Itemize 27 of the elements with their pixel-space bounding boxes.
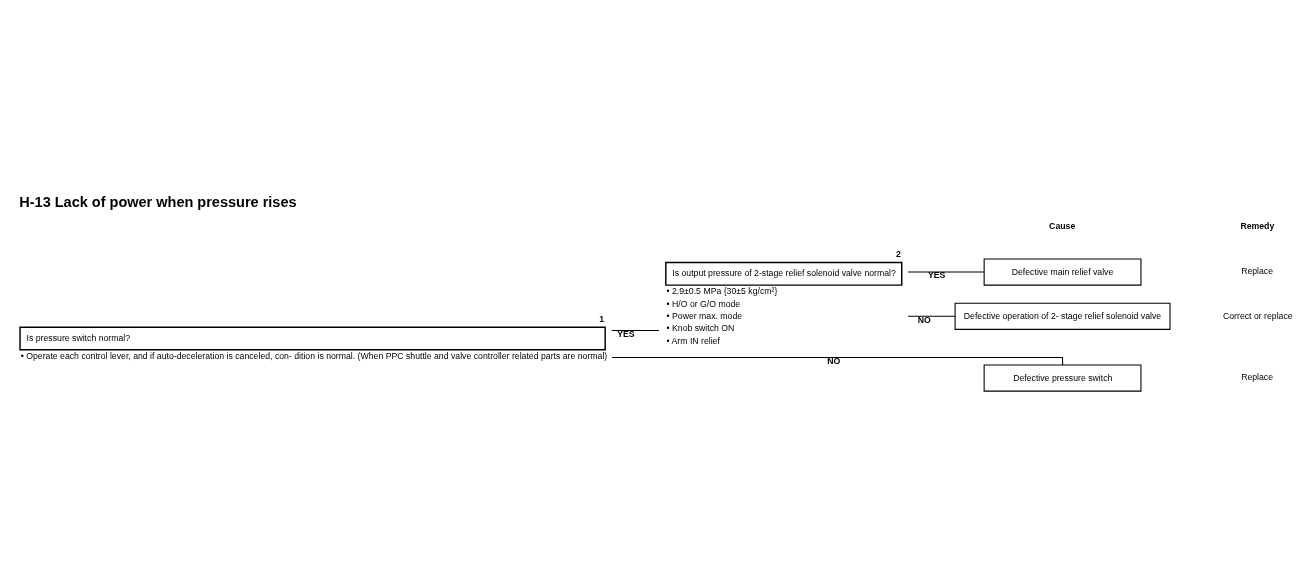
connector: [611, 329, 660, 331]
node-label: 2: [895, 248, 901, 259]
node-label: • Arm IN relief: [666, 335, 720, 346]
node-label: • 2.9±0.5 MPa {30±5 kg/cm²}: [666, 285, 778, 296]
edge-label: NO: [917, 314, 931, 325]
edge-label: YES: [617, 328, 635, 339]
edge-label: YES: [927, 269, 946, 280]
label: Replace: [1241, 265, 1274, 276]
connector: [907, 315, 956, 317]
connector: [611, 356, 1064, 365]
label: Remedy: [1240, 220, 1275, 231]
node-box: Is pressure switch normal?: [19, 326, 606, 350]
label: Replace: [1241, 371, 1274, 382]
node-label: 1: [599, 313, 605, 324]
label: Cause: [1049, 220, 1076, 231]
connector: [907, 271, 985, 273]
node-label: • Knob switch ON: [666, 322, 735, 333]
node-box: Defective pressure switch: [983, 363, 1142, 392]
label: Correct or replace: [1222, 310, 1293, 321]
node-box: Defective main relief valve: [983, 257, 1142, 286]
node-box: Defective operation of 2- stage relief solenoid valve: [954, 302, 1171, 330]
node-label: • Power max. mode: [666, 310, 743, 321]
node-label: • H/O or G/O mode: [666, 298, 741, 309]
node-box: Is output pressure of 2-stage relief solenoid valve normal?: [665, 261, 903, 286]
diagram-title: H-13 Lack of power when pressure rises: [19, 193, 297, 210]
edge-label: NO: [827, 355, 841, 366]
node-label: • Operate each control lever, and if auto-deceleration is canceled, con- dition is normal. (When PPC shuttle and valve controller related parts are normal): [20, 350, 608, 361]
